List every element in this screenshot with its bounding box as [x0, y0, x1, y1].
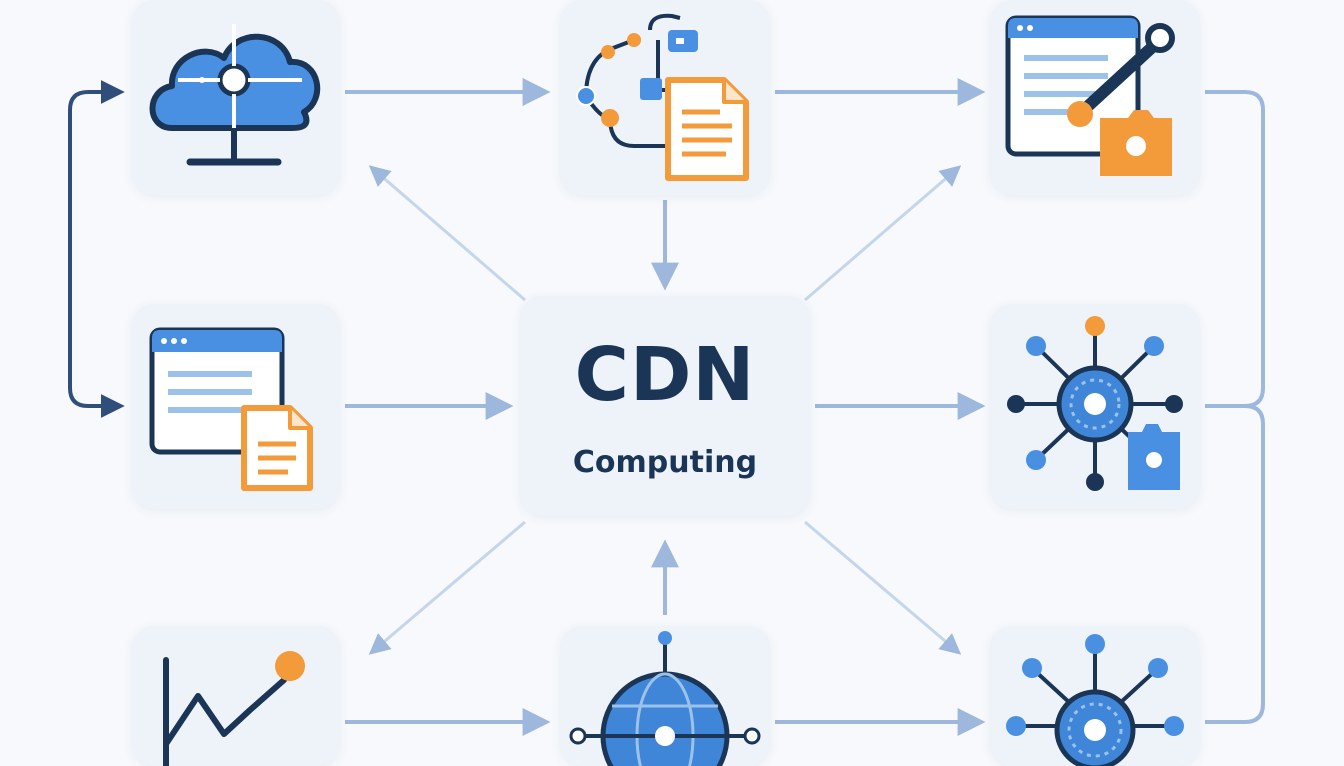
browser-edit-tool-icon	[1005, 15, 1175, 176]
center-node-cdn[interactable]: CDN Computing	[520, 296, 810, 516]
node-analytics[interactable]	[132, 626, 340, 766]
browser-document-icon	[149, 327, 313, 491]
network-node-icon	[1006, 634, 1184, 766]
line-chart-icon	[163, 651, 305, 766]
right-lower-connector	[1205, 404, 1265, 724]
node-edge[interactable]	[990, 626, 1200, 766]
node-cloud-server[interactable]	[132, 0, 340, 195]
arrow-center-to-edge	[804, 520, 962, 655]
center-subtitle: Computing	[572, 445, 758, 480]
node-web-page[interactable]	[132, 304, 340, 509]
left-loop-connector	[68, 80, 125, 418]
node-web-editor[interactable]	[990, 0, 1200, 195]
arrow-center-to-analytics	[368, 520, 526, 655]
cloud-server-icon	[149, 24, 321, 166]
network-hub-icon	[1007, 316, 1183, 491]
arrow-center-to-editor	[804, 165, 962, 302]
node-global-network[interactable]	[560, 626, 770, 766]
globe-network-icon	[569, 631, 761, 766]
arrow-center-to-cloud	[368, 165, 526, 302]
connector-layer	[68, 78, 1265, 736]
center-title: CDN	[574, 332, 756, 418]
data-pipeline-document-icon	[576, 13, 749, 181]
node-data-pipeline[interactable]	[560, 0, 770, 195]
node-network-hub[interactable]	[990, 304, 1200, 509]
right-loop-connector	[1205, 90, 1265, 408]
